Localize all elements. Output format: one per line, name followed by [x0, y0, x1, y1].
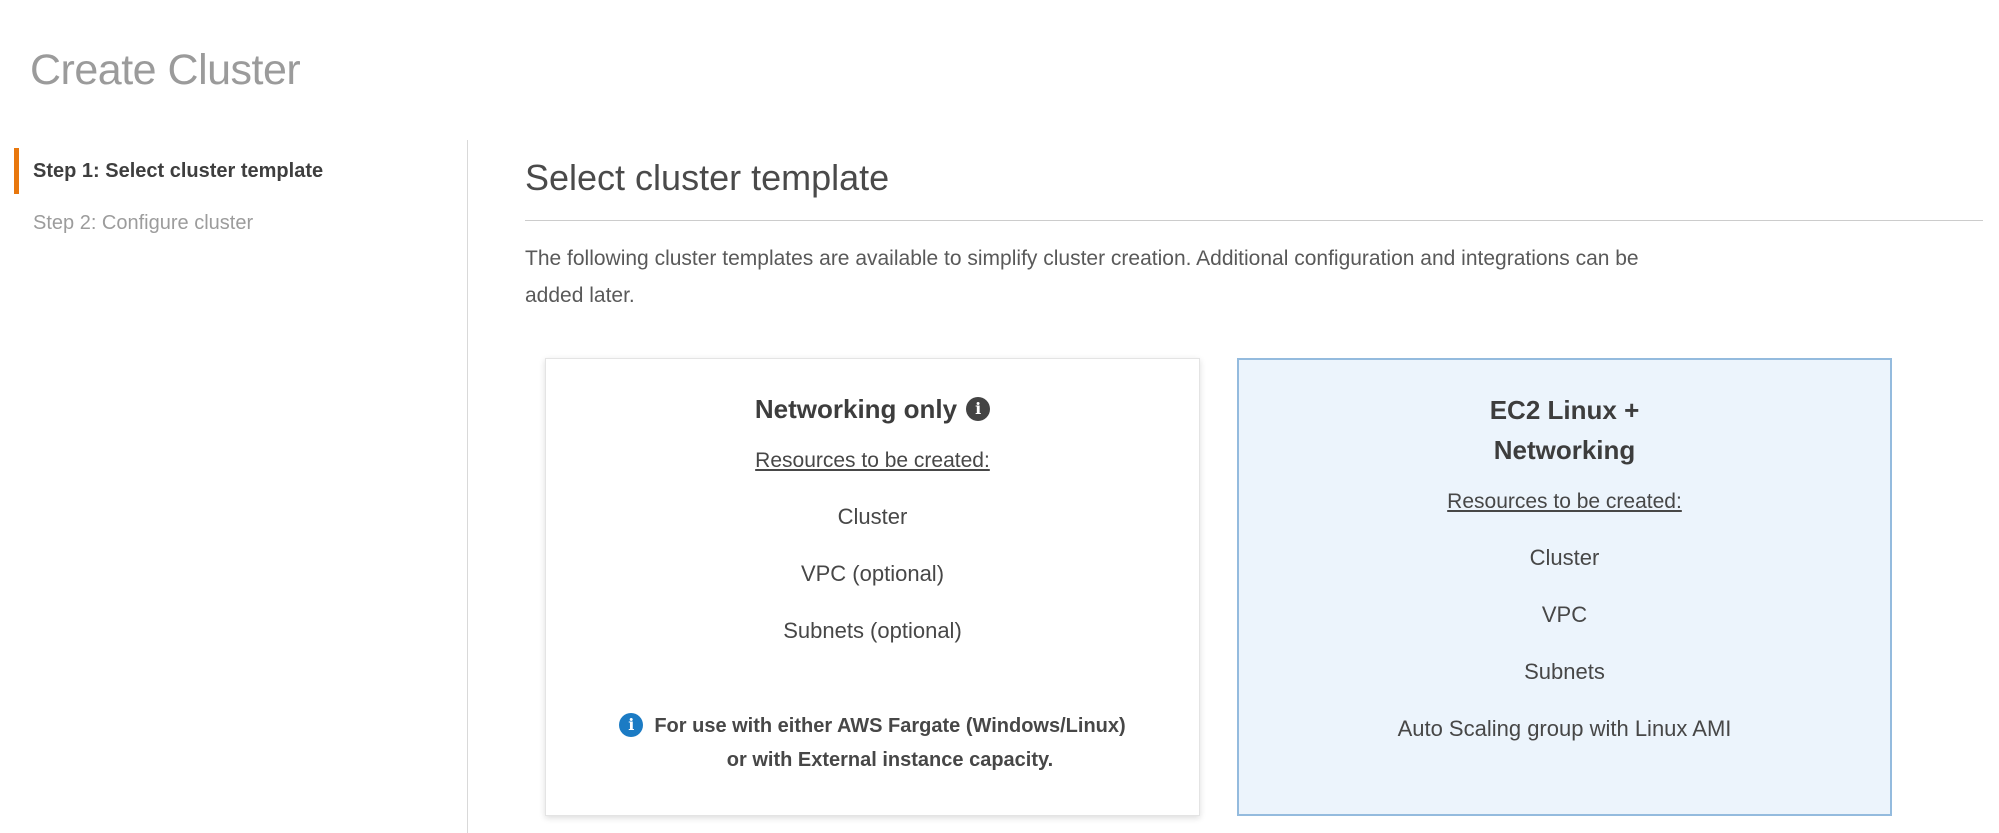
- info-icon-glyph: i: [628, 715, 635, 734]
- template-card-ec2-linux-networking[interactable]: EC2 Linux + Networking Resources to be c…: [1237, 358, 1892, 816]
- resource-item-vpc: VPC (optional): [800, 561, 945, 586]
- resource-item-subnets: Subnets: [1524, 659, 1605, 684]
- step-2-label: Step 2: Configure cluster: [33, 212, 254, 234]
- description-line-1: The following cluster templates are avai…: [525, 247, 1639, 270]
- note-line-2: or with External instance capacity.: [726, 749, 1054, 771]
- wizard-steps-sidebar: Step 1: Select cluster template Step 2: …: [0, 140, 468, 833]
- card-title: EC2 Linux + Networking: [1490, 390, 1640, 470]
- template-card-networking-only[interactable]: Networking only i Resources to be created…: [545, 358, 1200, 816]
- page-title: Create Cluster: [30, 46, 301, 94]
- resource-item-cluster: Cluster: [837, 504, 908, 529]
- step-1-label: Step 1: Select cluster template: [33, 160, 324, 182]
- card-note-text: For use with either AWS Fargate (Windows…: [654, 709, 1125, 777]
- card-title-line-1: EC2 Linux +: [1489, 395, 1640, 425]
- info-icon[interactable]: i: [966, 397, 991, 422]
- template-cards-row: Networking only i Resources to be created…: [545, 358, 1983, 816]
- section-divider: [525, 220, 1983, 221]
- resources-heading: Resources to be created:: [1447, 490, 1682, 513]
- card-usage-note: i For use with either AWS Fargate (Windo…: [619, 709, 1126, 777]
- resources-heading: Resources to be created:: [755, 449, 990, 472]
- info-icon: i: [619, 713, 644, 737]
- content-row: Step 1: Select cluster template Step 2: …: [0, 140, 1999, 833]
- resource-item-auto-scaling-group: Auto Scaling group with Linux AMI: [1397, 716, 1732, 741]
- info-icon-glyph: i: [975, 399, 982, 419]
- section-description: The following cluster templates are avai…: [525, 240, 1983, 314]
- card-title: Networking only i: [754, 389, 991, 429]
- note-line-1: For use with either AWS Fargate (Windows…: [654, 715, 1126, 737]
- description-line-2: added later.: [525, 284, 635, 307]
- page-header: Create Cluster: [0, 0, 1999, 140]
- card-title-line-2: Networking: [1493, 435, 1636, 465]
- resource-item-subnets: Subnets (optional): [783, 618, 962, 643]
- resource-item-vpc: VPC: [1541, 602, 1588, 627]
- step-2-configure-cluster: Step 2: Configure cluster: [14, 200, 467, 246]
- step-1-select-cluster-template: Step 1: Select cluster template: [14, 148, 467, 194]
- card-title-text: Networking only: [754, 394, 958, 424]
- resource-item-cluster: Cluster: [1529, 545, 1600, 570]
- main-panel: Select cluster template The following cl…: [468, 140, 1999, 833]
- section-heading: Select cluster template: [525, 157, 890, 198]
